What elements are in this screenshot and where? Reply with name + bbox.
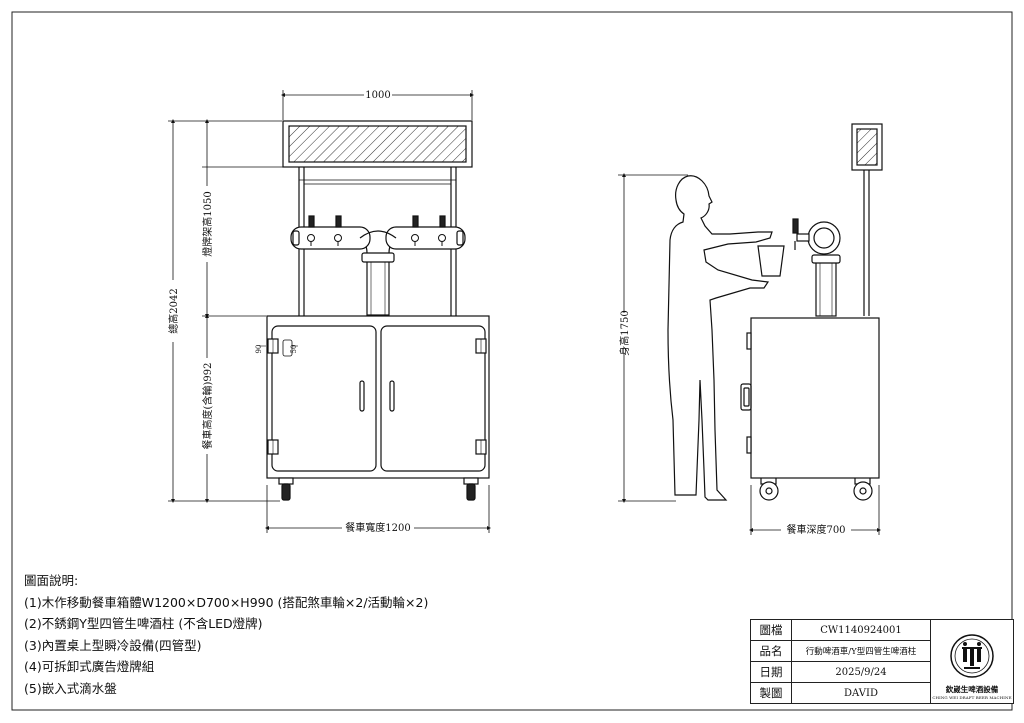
notes-heading: 圖面說明:	[24, 573, 79, 588]
beer-glass	[757, 245, 785, 277]
y-beer-tower-front	[290, 215, 466, 316]
cabinet-front	[259, 315, 490, 479]
casters-side	[759, 478, 873, 501]
company-name-en: CHING WEI DRAFT BEER MACHINE	[932, 695, 1012, 700]
side-view	[618, 123, 883, 535]
note-item-3: (3)內置桌上型瞬冷設備(四管型)	[24, 637, 202, 653]
led-sign-side	[851, 123, 883, 316]
date-label: 日期	[750, 661, 792, 683]
cart-depth-label: 餐車深度700	[786, 523, 845, 536]
hinge-right-label: 50	[290, 345, 298, 354]
drawing-no-label: 圖檔	[750, 619, 792, 641]
company-logo: 欽崴生啤酒設備 CHING WEI DRAFT BEER MACHINE	[930, 619, 1014, 704]
front-view	[168, 90, 491, 533]
hinge-left-label: 90	[255, 345, 263, 354]
note-item-1: (1)木作移動餐車箱體W1200×D700×H990 (搭配煞車輪×2/活動輪×…	[24, 594, 429, 610]
product-name: 行動啤酒車/Y型四管生啤酒柱	[791, 640, 931, 662]
person-height-label: 身高1750	[618, 310, 631, 355]
sign-width-label: 1000	[365, 90, 390, 101]
note-item-4: (4)可拆卸式廣告燈牌組	[24, 659, 155, 674]
note-item-5: (5)嵌入式滴水盤	[24, 680, 117, 696]
drafter-label: 製圖	[750, 682, 792, 704]
led-sign-front	[282, 120, 473, 168]
drawing-no: CW1140924001	[791, 619, 931, 641]
beer-tap-logo-icon	[950, 634, 994, 678]
sign-height-label: 燈牌架高1050	[201, 191, 214, 256]
casters-front	[278, 477, 479, 501]
y-beer-tower-side	[792, 218, 841, 317]
company-name: 欽崴生啤酒設備	[945, 685, 999, 694]
drawing-notes: 圖面說明: (1)木作移動餐車箱體W1200×D700×H990 (搭配煞車輪×…	[24, 570, 428, 699]
cart-width-label: 餐車寬度1200	[345, 521, 410, 534]
date-value: 2025/9/24	[791, 661, 931, 683]
note-item-2: (2)不銹鋼Y型四管生啤酒柱 (不含LED燈牌)	[24, 616, 263, 631]
person-silhouette	[667, 175, 773, 501]
cart-height-label: 餐車高度(含輪)992	[201, 363, 214, 450]
product-label: 品名	[750, 640, 792, 662]
sheet-border	[11, 11, 1013, 711]
drafter-value: DAVID	[791, 682, 931, 704]
title-block: 圖檔 CW1140924001 欽崴生啤酒設備 CHING WEI DRAFT …	[750, 619, 1014, 704]
cabinet-side	[740, 317, 880, 479]
total-height-label: 總高2042	[167, 288, 180, 333]
